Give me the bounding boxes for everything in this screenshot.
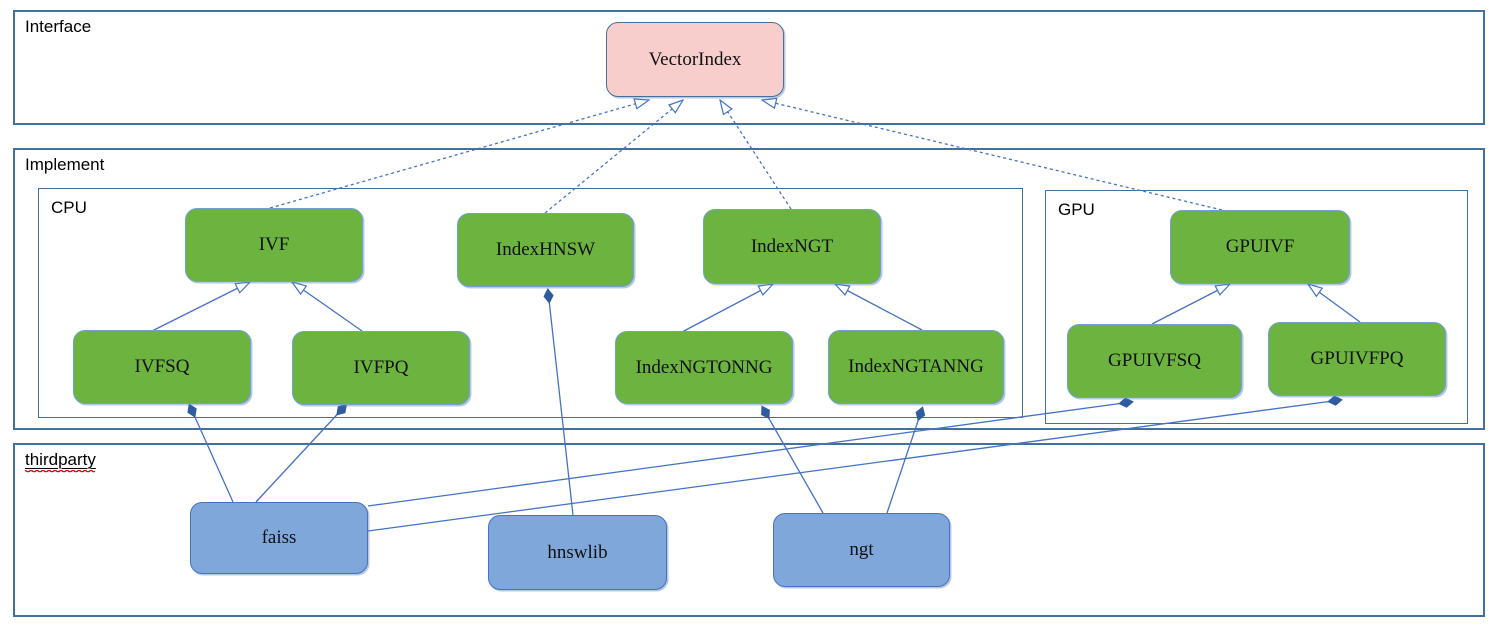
node-ivf-label: IVF [258,234,290,255]
node-hnswlib-label: hnswlib [547,541,608,563]
node-ngt[interactable]: ngt [773,513,950,587]
node-indexngtanng-label: IndexNGTANNG [848,356,984,377]
node-vectorindex[interactable]: VectorIndex [606,22,784,97]
node-gpuivf-label: GPUIVF [1225,236,1295,257]
node-ivf[interactable]: IVF [185,208,363,282]
node-ivfsq-label: IVFSQ [134,356,190,377]
node-gpuivfsq[interactable]: GPUIVFSQ [1067,324,1242,398]
node-indexngtanng[interactable]: IndexNGTANNG [828,330,1004,404]
node-hnswlib[interactable]: hnswlib [488,515,667,590]
node-faiss[interactable]: faiss [190,502,368,574]
cpu-section-label: CPU [51,198,87,217]
node-indexngtonng-label: IndexNGTONNG [635,356,773,378]
node-gpuivfsq-label: GPUIVFSQ [1108,350,1201,371]
node-faiss-label: faiss [261,527,297,548]
interface-section-label: Interface [25,17,92,36]
node-indexhnsw[interactable]: IndexHNSW [457,213,634,287]
node-vectorindex-label: VectorIndex [648,48,742,70]
node-ivfpq-label: IVFPQ [353,357,409,378]
node-indexngtonng[interactable]: IndexNGTONNG [615,331,793,404]
node-indexngt[interactable]: IndexNGT [703,209,881,284]
node-gpuivfpq[interactable]: GPUIVFPQ [1268,322,1446,396]
node-gpuivfpq-label: GPUIVFPQ [1310,348,1404,369]
gpu-section-label: GPU [1058,200,1095,219]
implement-section-label: Implement [25,155,105,174]
node-ivfpq[interactable]: IVFPQ [292,331,470,405]
node-gpuivf[interactable]: GPUIVF [1170,210,1350,284]
thirdparty-section-label: thirdparty [25,450,96,469]
node-indexngt-label: IndexNGT [750,235,834,257]
node-indexhnsw-label: IndexHNSW [495,239,596,260]
node-ngt-label: ngt [849,539,874,560]
node-ivfsq[interactable]: IVFSQ [73,330,251,404]
